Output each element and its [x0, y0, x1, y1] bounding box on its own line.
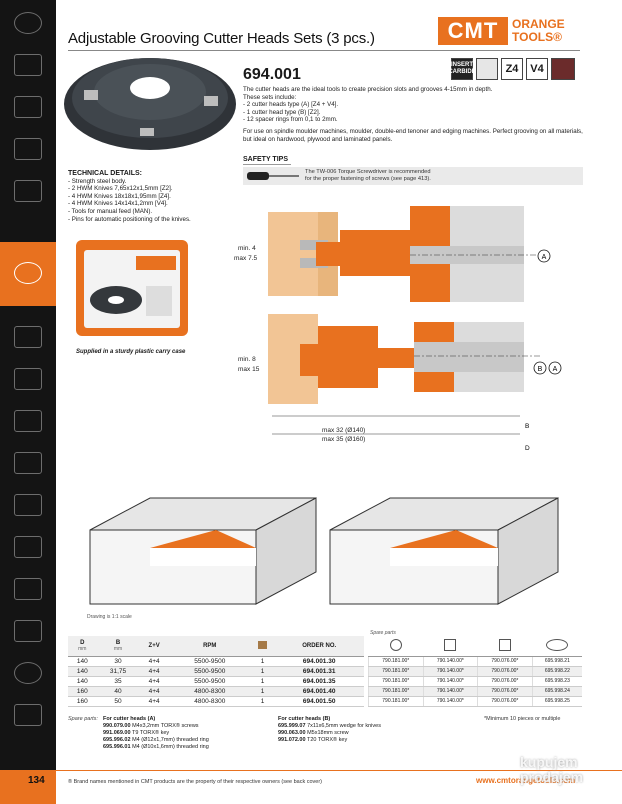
spare-parts-title: Spare parts	[370, 630, 396, 636]
knife-icon	[14, 326, 42, 348]
page-title: Adjustable Grooving Cutter Heads Sets (3…	[68, 30, 375, 47]
dim-max35: max 35 (Ø160)	[322, 436, 366, 443]
insert-icon	[498, 638, 511, 651]
technical-details: TECHNICAL DETAILS: - Strength steel body…	[68, 170, 238, 223]
page-number-tab	[0, 770, 56, 804]
product-description: The cutter heads are the ideal tools to …	[243, 86, 583, 143]
groove-drawing-2: B A B D	[268, 314, 562, 452]
bit-set-icon	[14, 96, 42, 118]
product-code: 694.001	[243, 66, 301, 83]
cutter-head-icon	[14, 262, 42, 284]
logo-orange-tools: ORANGE TOOLS®	[512, 17, 565, 44]
footer-website-link[interactable]: www.cmtorangetools.com	[476, 776, 576, 785]
drawing-scale-note: Drawing is 1:1 scale	[87, 614, 132, 620]
screwdriver-icon	[247, 172, 299, 180]
label-b: B	[538, 366, 543, 373]
safety-box: The TW-006 Torque Screwdriver is recomme…	[243, 167, 583, 185]
spare-parts-table: 790.181.00*790.140.00*790.076.00*695.998…	[368, 636, 582, 707]
safety-text-2: for the proper fastening of screws (see …	[305, 176, 431, 182]
spare-parts-a: For cutter heads (A) 990.079.00 M4x3,2mm…	[103, 716, 209, 750]
label-a-2: A	[553, 366, 558, 373]
table-row: 790.181.00*790.140.00*790.076.00*695.998…	[368, 686, 582, 697]
safety-title: SAFETY TIPS	[243, 156, 291, 165]
category-sidebar	[0, 0, 56, 804]
table-row: 790.181.00*790.140.00*790.076.00*695.998…	[368, 666, 582, 677]
bore-icon	[14, 452, 42, 474]
page-number: 134	[28, 775, 45, 786]
brand-logo: CMT ORANGE TOOLS®	[438, 15, 583, 49]
package-icon	[250, 636, 275, 657]
technical-title: TECHNICAL DETAILS:	[68, 170, 143, 177]
usage-text: For use on spindle moulder machines, mou…	[243, 127, 583, 143]
blade-set-icon	[14, 536, 42, 558]
dim-max75: max 7.5	[234, 255, 258, 262]
groove-drawing-1: A	[268, 206, 551, 302]
dim-max15: max 15	[238, 366, 260, 373]
spindle-icon	[14, 578, 42, 600]
accessory-icon	[14, 620, 42, 642]
machine-icon	[14, 704, 42, 726]
screw-icon	[389, 638, 402, 651]
dim-max32: max 32 (Ø140)	[322, 427, 366, 434]
spacer-ring-icon	[546, 638, 569, 651]
table-row: 790.181.00*790.140.00*790.076.00*695.998…	[368, 696, 582, 707]
table-row: 790.181.00*790.140.00*790.076.00*695.998…	[368, 656, 582, 667]
knife-type-icon	[476, 58, 498, 80]
footer-trademark-note: ® Brand names mentioned in CMT products …	[68, 779, 323, 785]
saw-blade-icon	[14, 12, 42, 34]
gear-icon	[14, 662, 42, 684]
label-a-1: A	[542, 254, 547, 261]
spare-parts-label: Spare parts:	[68, 716, 98, 722]
table-row: 790.181.00*790.140.00*790.076.00*695.998…	[368, 676, 582, 687]
minimum-order-note: *Minimum 10 pieces or multiple	[484, 716, 561, 722]
clamp-icon	[14, 494, 42, 516]
planer-icon	[14, 368, 42, 390]
cutter-head-image	[64, 58, 236, 150]
groove-block-left	[89, 497, 317, 605]
spare-parts-b: For cutter heads (B) 695.999.07 7x11x6,5…	[278, 716, 381, 743]
case-caption: Supplied in a sturdy plastic carry case	[76, 349, 186, 355]
z4-badge: Z4	[501, 58, 523, 80]
footer-divider	[0, 770, 622, 771]
key-icon	[444, 638, 457, 651]
drill-icon	[14, 138, 42, 160]
dim-min8: min. 8	[238, 356, 256, 363]
tool-icon	[14, 180, 42, 202]
groove-block-right	[329, 497, 559, 605]
label-d-dim: D	[525, 445, 530, 452]
insert-carbide-badge: INSERT CARBIDE	[448, 58, 476, 80]
safety-text-1: The TW-006 Torque Screwdriver is recomme…	[305, 169, 431, 175]
safety-tips: SAFETY TIPS The TW-006 Torque Screwdrive…	[243, 156, 583, 185]
carry-case-image	[76, 240, 188, 336]
title-divider	[68, 50, 580, 51]
blade-icon	[14, 410, 42, 432]
v4-badge: V4	[526, 58, 548, 80]
router-bit-icon	[14, 54, 42, 76]
dim-min4: min. 4	[238, 245, 256, 252]
carry-case-icon	[551, 58, 575, 80]
logo-cmt: CMT	[438, 17, 508, 45]
watermark: kupujem prodajem	[520, 754, 584, 785]
feature-badges: INSERT CARBIDE Z4 V4	[448, 58, 575, 80]
spare-header-row	[368, 636, 582, 657]
label-b-dim: B	[525, 423, 529, 430]
